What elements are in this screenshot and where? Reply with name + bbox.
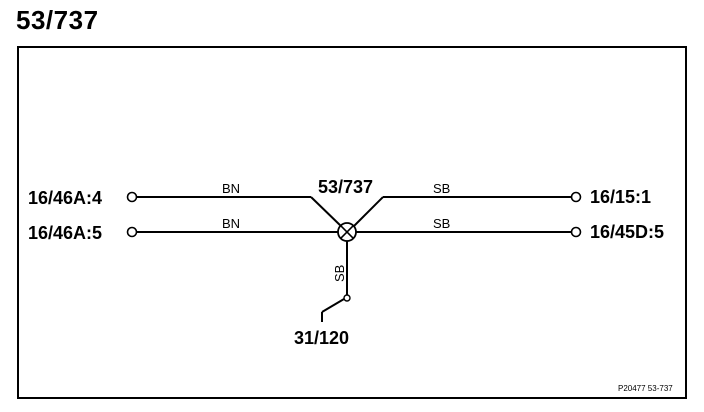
page-title: 53/737	[16, 5, 99, 35]
terminal-left-bottom-icon	[126, 226, 138, 238]
connector-ground: 31/120	[294, 328, 349, 348]
wire-color-right-top: SB	[433, 181, 450, 196]
wire-color-vertical: SB	[332, 265, 347, 282]
reference-code: P20477 53-737	[618, 384, 673, 393]
ground-switch-icon	[321, 294, 351, 322]
wire-left-top-diagonal	[310, 196, 344, 229]
component-label: 53/737	[318, 177, 373, 197]
connector-right-bottom: 16/45D:5	[590, 222, 664, 242]
wire-right-top-diagonal	[351, 196, 384, 229]
splice-icon	[337, 222, 357, 242]
terminal-right-top-icon	[570, 191, 582, 203]
terminal-left-top-icon	[126, 191, 138, 203]
diagram-frame	[17, 46, 687, 399]
connector-left-top: 16/46A:4	[28, 188, 102, 208]
connector-left-bottom: 16/46A:5	[28, 223, 102, 243]
wire-color-right-bottom: SB	[433, 216, 450, 231]
terminal-right-bottom-icon	[570, 226, 582, 238]
connector-right-top: 16/15:1	[590, 187, 651, 207]
wire-color-left-top: BN	[222, 181, 240, 196]
wire-color-left-bottom: BN	[222, 216, 240, 231]
